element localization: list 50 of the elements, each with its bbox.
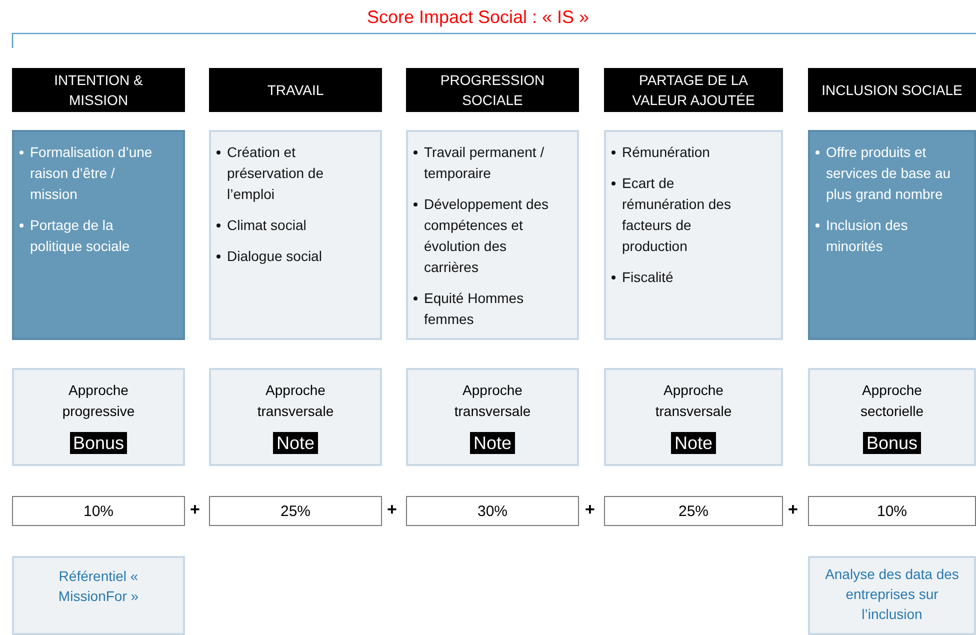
weight-field: 25% bbox=[604, 496, 783, 526]
weight-field: 10% bbox=[12, 496, 185, 526]
approach-text: Approche transversale bbox=[256, 381, 335, 421]
bullet-item: Fiscalité bbox=[622, 267, 759, 288]
bullet-item: Offre produits et services de base au plus grand nombre bbox=[826, 142, 952, 205]
approach-card bbox=[604, 368, 783, 466]
bullet-item: Inclusion des minorités bbox=[826, 215, 952, 257]
bullet-item: Création et préservation de l’emploi bbox=[227, 142, 358, 205]
bullet-item: Ecart de rémunération des facteurs de production bbox=[622, 173, 759, 257]
approach-card bbox=[406, 368, 579, 466]
scoring-tag: Bonus bbox=[70, 432, 128, 454]
bullet-item: Equité Hommes femmes bbox=[424, 288, 555, 330]
source-card: Référentiel « MissionFor » bbox=[12, 556, 185, 635]
scoring-tag: Bonus bbox=[863, 432, 921, 454]
criteria-panel bbox=[406, 130, 579, 340]
approach-text: Approche transversale bbox=[654, 381, 733, 421]
category-header: TRAVAIL bbox=[209, 68, 382, 112]
bullet-item: Portage de la politique sociale bbox=[30, 215, 161, 257]
weight-field: 10% bbox=[808, 496, 976, 526]
criteria-panel bbox=[808, 130, 976, 340]
bullet-item: Formalisation d’une raison d’être / mission bbox=[30, 142, 161, 205]
category-header: PROGRESSION SOCIALE bbox=[406, 68, 579, 112]
approach-card bbox=[808, 368, 976, 466]
weight-field: 30% bbox=[406, 496, 579, 526]
criteria-panel bbox=[604, 130, 783, 340]
approach-text: Approche transversale bbox=[453, 381, 532, 421]
plus-sign: + bbox=[190, 500, 200, 520]
bullet-item: Dialogue social bbox=[227, 246, 358, 267]
category-header: INTENTION & MISSION bbox=[12, 68, 185, 112]
plus-sign: + bbox=[788, 500, 798, 520]
criteria-panel bbox=[209, 130, 382, 340]
approach-text: Approche sectorielle bbox=[859, 381, 925, 421]
bullet-item: Rémunération bbox=[622, 142, 759, 163]
bullet-item: Climat social bbox=[227, 215, 358, 236]
plus-sign: + bbox=[387, 500, 397, 520]
approach-card bbox=[12, 368, 185, 466]
plus-sign: + bbox=[585, 500, 595, 520]
scoring-tag: Note bbox=[671, 432, 716, 454]
approach-card bbox=[209, 368, 382, 466]
bullet-item: Développement des compétences et évolution des carrières bbox=[424, 194, 555, 278]
scoring-tag: Note bbox=[470, 432, 515, 454]
approach-text: Approche progressive bbox=[61, 381, 136, 421]
category-header: PARTAGE DE LA VALEUR AJOUTÉE bbox=[604, 68, 783, 112]
scoring-tag: Note bbox=[273, 432, 318, 454]
bullet-item: Travail permanent / temporaire bbox=[424, 142, 555, 184]
diagram-title: Score Impact Social : « IS » bbox=[366, 7, 590, 28]
criteria-panel bbox=[12, 130, 185, 340]
source-card: Analyse des data des entreprises sur l’inclusion bbox=[808, 556, 976, 635]
weight-field: 25% bbox=[209, 496, 382, 526]
category-header: INCLUSION SOCIALE bbox=[808, 68, 976, 112]
